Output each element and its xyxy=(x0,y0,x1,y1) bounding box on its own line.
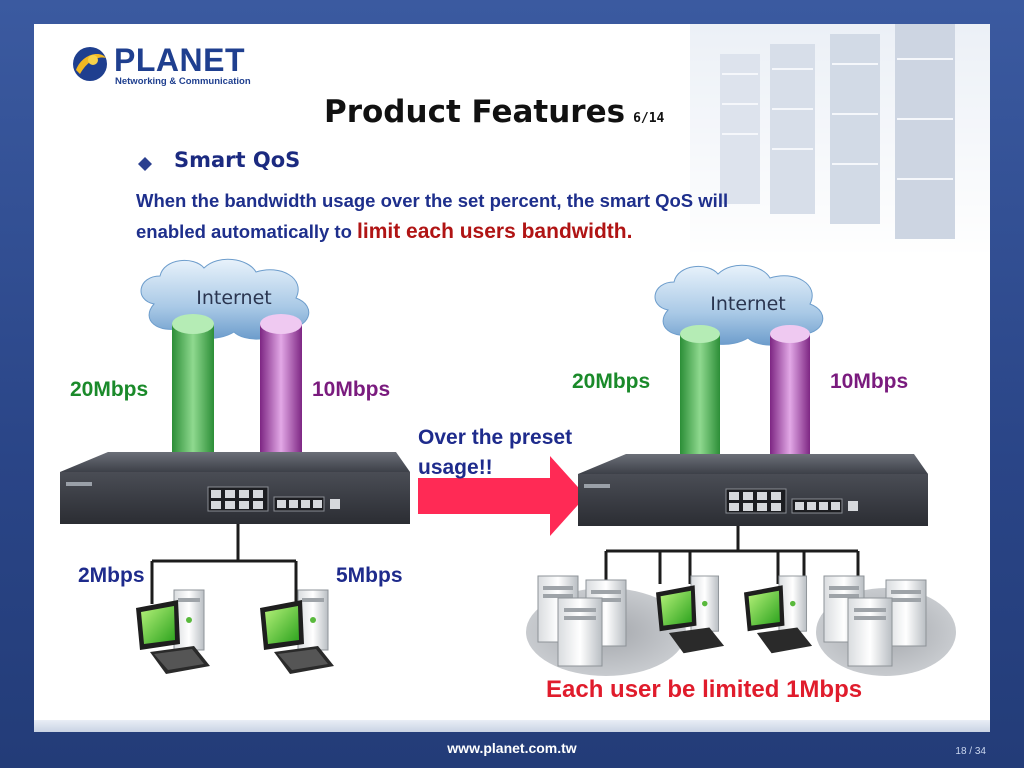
uplink-pipe-purple-top xyxy=(770,325,810,343)
footer-url[interactable]: www.planet.com.tw xyxy=(447,740,577,756)
planet-logo-icon xyxy=(73,47,107,81)
footer-page-indicator: 18 / 34 xyxy=(955,746,986,757)
pc-workstation-icon xyxy=(136,589,210,674)
left-uplink-label-a: 20Mbps xyxy=(70,378,149,401)
right-wiring xyxy=(604,526,860,584)
left-wiring xyxy=(150,524,298,604)
uplink-pipe-purple xyxy=(260,324,302,454)
router-icon xyxy=(578,454,928,526)
uplink-pipe-green-top xyxy=(680,325,720,343)
pc-workstation-icon xyxy=(744,575,813,654)
description-line-1: When the bandwidth usage over the set pe… xyxy=(136,190,729,211)
server-icon xyxy=(885,579,927,647)
arrow-text-line-2: usage!! xyxy=(418,456,493,479)
description-line-2-prefix: enabled automatically to xyxy=(136,221,352,242)
logo-wordmark: PLANET xyxy=(114,42,245,78)
slide: PLANET Networking & Communication Produc… xyxy=(34,24,990,732)
uplink-pipe-green xyxy=(172,324,214,454)
right-uplink-label-b: 10Mbps xyxy=(830,370,909,393)
description-highlight: limit each users bandwidth. xyxy=(357,220,633,243)
uplink-pipe-green-top xyxy=(172,314,214,334)
arrow-text-line-1: Over the preset xyxy=(418,426,573,449)
bullet-heading: Smart QoS xyxy=(174,148,301,172)
title-text: Product Features xyxy=(324,94,626,130)
pc-workstation-icon xyxy=(656,575,725,654)
cloud-label: Internet xyxy=(196,287,271,309)
server-rack-background xyxy=(690,24,990,254)
server-icon xyxy=(847,597,893,667)
cloud-label: Internet xyxy=(710,293,785,315)
uplink-pipe-purple-top xyxy=(260,314,302,334)
left-client-label-a: 2Mbps xyxy=(78,564,145,587)
right-uplink-label-a: 20Mbps xyxy=(572,370,651,393)
uplink-pipe-green xyxy=(680,334,720,458)
uplink-pipe-purple xyxy=(770,334,810,458)
title-page-number: 6/14 xyxy=(633,111,665,126)
page-title: Product Features 6/14 xyxy=(324,94,664,130)
description-line-2: enabled automatically to limit each user… xyxy=(136,220,632,244)
router-icon xyxy=(60,452,410,524)
network-diagram: Internet Internet xyxy=(60,258,956,676)
left-uplink-label-b: 10Mbps xyxy=(312,378,391,401)
planet-logo: PLANET Networking & Communication xyxy=(70,42,251,88)
server-icon xyxy=(557,597,603,667)
logo-tagline: Networking & Communication xyxy=(115,76,251,87)
right-caption: Each user be limited 1Mbps xyxy=(546,676,863,703)
left-client-label-b: 5Mbps xyxy=(336,564,403,587)
slide-bottom-band xyxy=(34,720,990,732)
pc-workstation-icon xyxy=(260,589,334,674)
diamond-bullet-icon xyxy=(138,157,152,171)
right-arrow-icon xyxy=(418,456,586,536)
